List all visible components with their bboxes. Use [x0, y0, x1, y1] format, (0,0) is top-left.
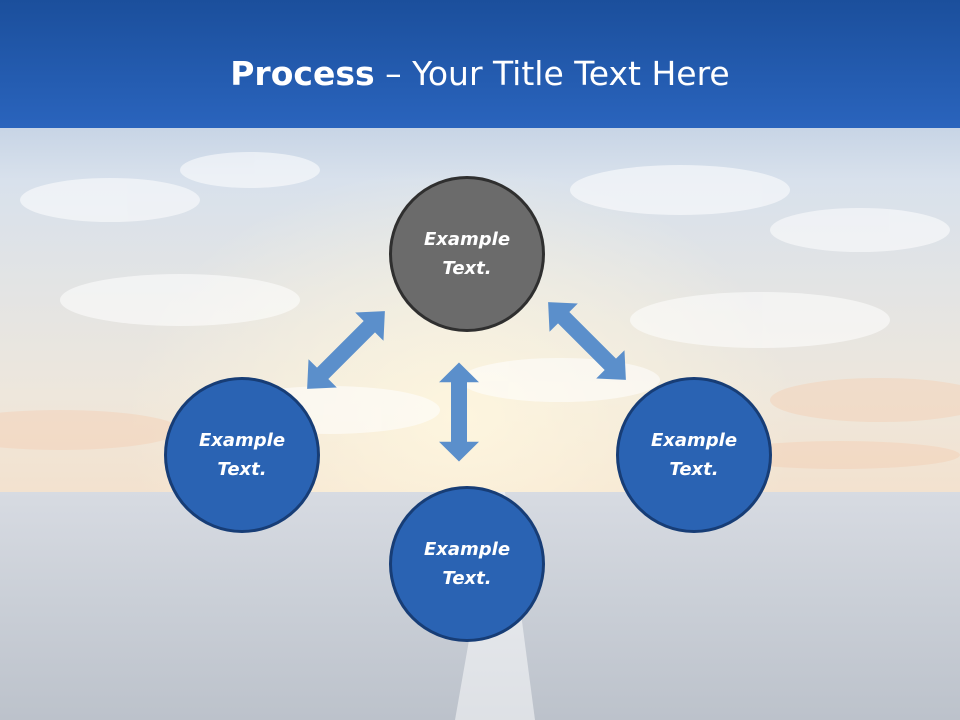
node-bottom-label: Example Text. [423, 539, 511, 589]
arrow-top-left [292, 296, 400, 404]
node-right-label: Example Text. [650, 430, 738, 480]
node-bottom: Example Text. [389, 486, 545, 642]
arrow-vertical [439, 362, 479, 462]
slide-title: Process – Your Title Text Here [0, 52, 960, 96]
node-top: Example Text. [389, 176, 545, 332]
title-bold: Process [230, 54, 375, 93]
node-left: Example Text. [164, 377, 320, 533]
arrow-top-right [533, 287, 641, 395]
node-top-label: Example Text. [423, 229, 511, 279]
title-rest: – Your Title Text Here [374, 54, 730, 93]
title-bar [0, 0, 960, 128]
node-right: Example Text. [616, 377, 772, 533]
node-left-label: Example Text. [198, 430, 286, 480]
